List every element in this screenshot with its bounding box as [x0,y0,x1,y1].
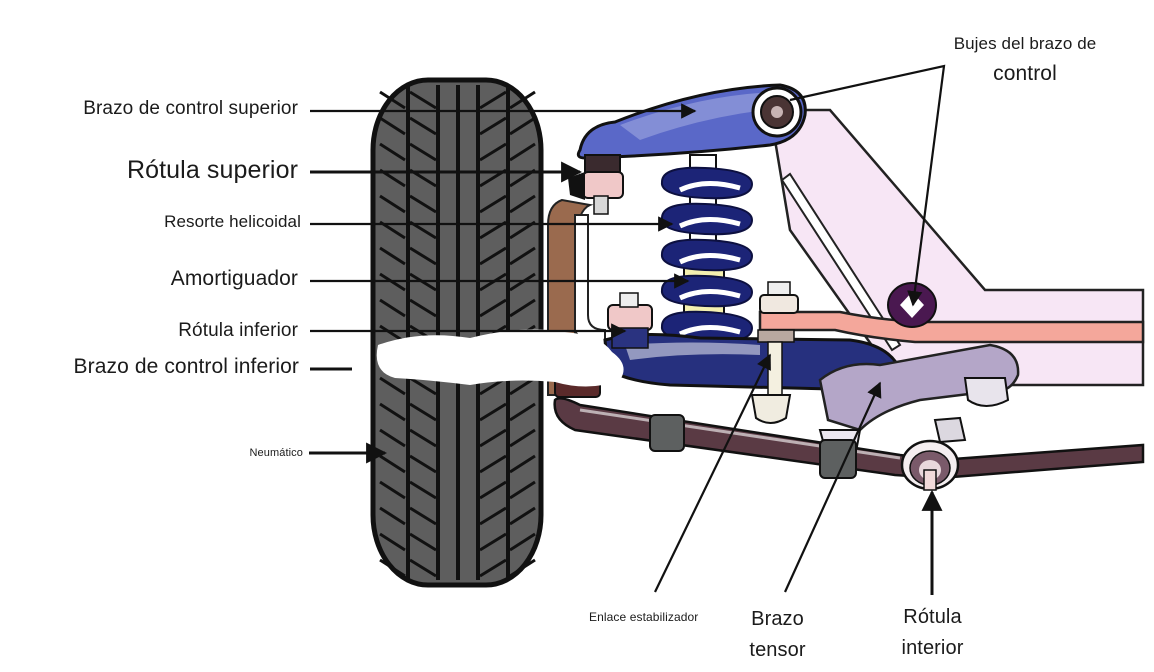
tread-sipe [379,532,406,552]
upper-control-arm [576,83,807,160]
tread-sipe [409,454,437,474]
tread-sipe [479,532,507,552]
tread-sipe [479,246,507,266]
tread-sipe [509,428,536,448]
label-upper-ball-joint: Rótula superior [126,156,298,184]
tread-sipe [379,558,406,578]
tread-sipe [379,246,406,266]
sway-bar [758,310,1145,344]
tread-sipe [479,558,507,578]
label-stabilizer-link: Enlace estabilizador [589,610,699,624]
tread-sipe [409,90,437,110]
tread-sipe [379,194,406,214]
tread-sipe [479,402,507,422]
tread-sipe [509,480,536,500]
tread-sipe [409,558,437,578]
label-inner-ball-joint: Rótula interior [885,602,980,664]
coil-spring [660,154,754,344]
tread-sipe [479,480,507,500]
spring-highlight [678,289,741,301]
tread-sipe [379,506,406,526]
tread-sipe [509,558,536,578]
label-coil-spring: Resorte helicoidal [164,212,301,231]
tread-sipe [479,90,507,110]
lower-ball-joint [607,292,653,349]
label-control-arm-bushings: Bujes del brazo de control [930,34,1120,86]
tread-sipe [509,142,536,162]
label-bushings-line2: control [993,62,1057,85]
tread-sipe [379,376,406,396]
tread-sipe [409,376,437,396]
tread-sipe [379,90,406,110]
label-lower-control-arm: Brazo de control inferior [73,355,299,378]
tread-sipe [409,532,437,552]
label-shock-absorber: Amortiguador [170,267,298,290]
label-tension-arm-line1: Brazo [751,608,804,630]
tread-sipe [509,90,536,110]
stabilizer-link [750,281,799,424]
tread-sipe [409,246,437,266]
label-tire: Neumático [249,447,303,459]
leader-bushings [789,64,946,307]
tread-sipe [509,116,536,136]
tread-sipe [479,506,507,526]
tread-sipe [509,454,536,474]
tread-sipe [409,480,437,500]
inner-ball-joint [900,416,967,491]
label-inner-ball-joint-line2: interior [901,637,964,659]
tread-sipe [409,298,437,318]
tread-sipe [409,142,437,162]
leader-stabilizer-link [654,353,771,593]
tread-sipe [409,116,437,136]
tread-sipe [409,402,437,422]
tread-sipe [509,532,536,552]
tread-sipe [379,480,406,500]
leader-lines [309,64,946,595]
frame-bushing [887,282,937,328]
tread-sipe [479,298,507,318]
tread-sipe [509,506,536,526]
label-bushings-line1: Bujes del brazo de [953,34,1097,53]
tread-sipe [379,142,406,162]
leader-tension-arm [783,381,882,593]
tread-sipe [379,402,406,422]
tread-sipe [509,298,536,318]
tread-sipe [409,428,437,448]
label-upper-control-arm: Brazo de control superior [83,98,298,119]
label-tension-arm: Brazo tensor [735,604,820,666]
label-tension-arm-line2: tensor [749,639,806,661]
spring-highlight [678,181,741,193]
tread-sipe [379,428,406,448]
redaction-blob [376,329,624,387]
tread-sipe [479,142,507,162]
spring-highlight [678,325,741,337]
tire [370,77,544,588]
tread-sipe [409,194,437,214]
tread-sipe [479,194,507,214]
spring-highlight [678,217,741,229]
tread-sipe [509,376,536,396]
tread-sipe [479,454,507,474]
spring-highlight [678,253,741,265]
tread-sipe [409,506,437,526]
tread-sipe [479,428,507,448]
tread-sipe [479,116,507,136]
label-inner-ball-joint-line1: Rótula [903,606,962,628]
tread-sipe [509,246,536,266]
label-lower-ball-joint: Rótula inferior [178,320,298,341]
tread-sipe [379,116,406,136]
tread-sipe [379,298,406,318]
tread-sipe [509,194,536,214]
tread-sipe [509,402,536,422]
